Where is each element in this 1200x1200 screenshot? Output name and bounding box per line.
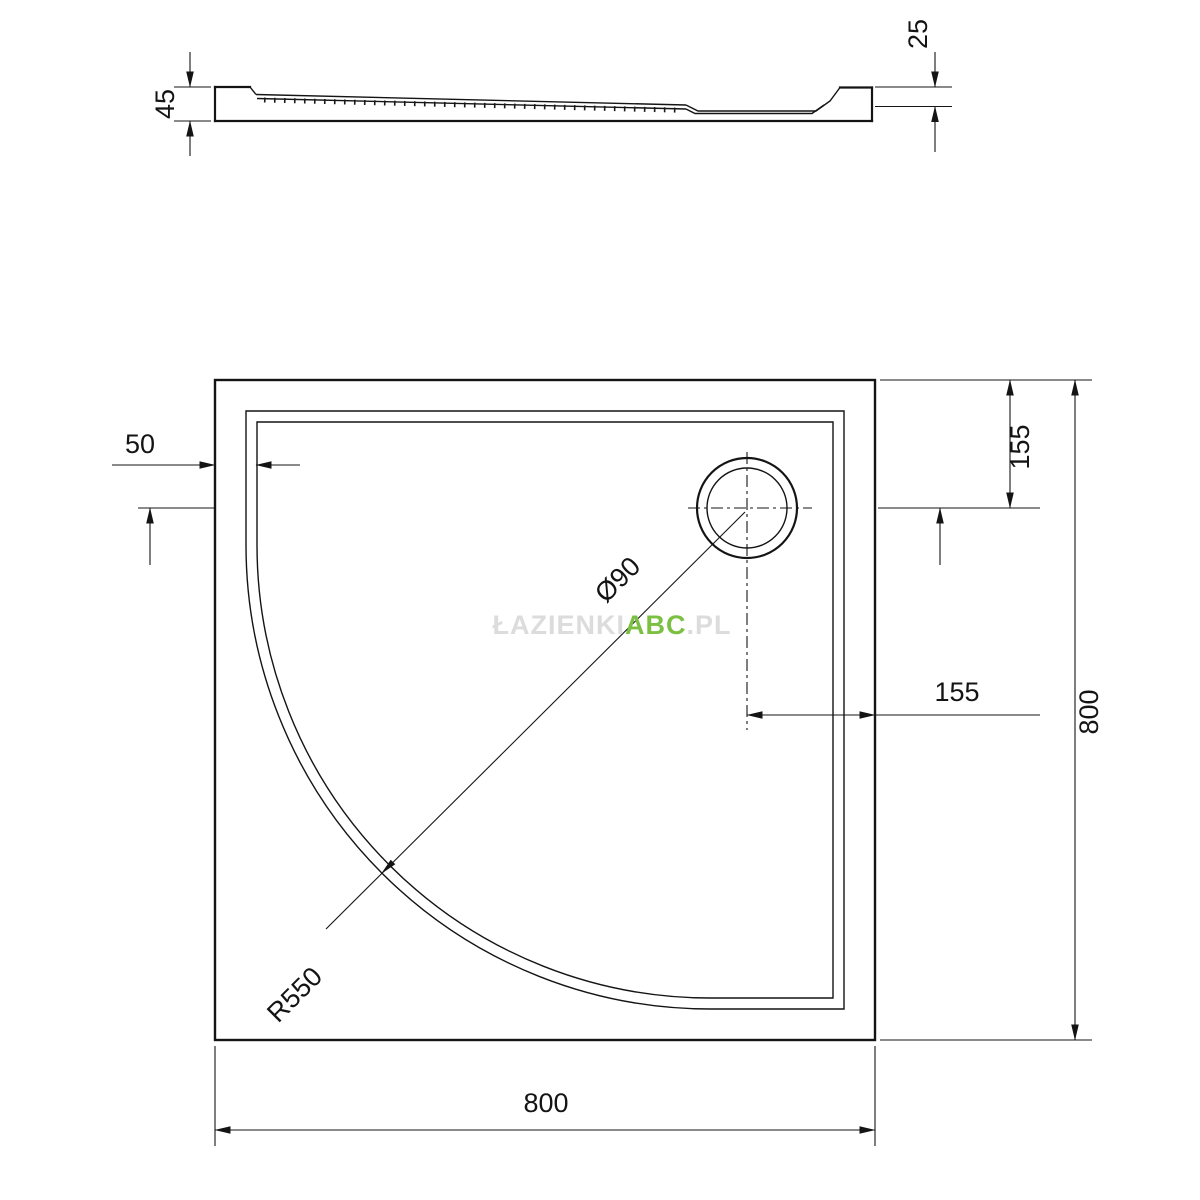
watermark: ŁAZIENKIABC.PL [492, 610, 731, 640]
watermark-prefix: ŁAZIENKI [492, 610, 625, 640]
section-view: 45 25 [150, 19, 952, 156]
tray-outer-outline [213, 378, 877, 1042]
dim-depth-800: 800 [880, 379, 1104, 1041]
plan-view: Ø90 R550 50 155 155 [112, 378, 1104, 1146]
drain-diameter-label: Ø90 [589, 551, 646, 608]
watermark-suffix: .PL [686, 610, 731, 640]
dim-800r-label: 800 [1074, 689, 1104, 734]
dim-drain-top-155: 155 [880, 379, 1092, 509]
dim-height-45: 45 [150, 52, 211, 156]
dim-155h-label: 155 [934, 677, 979, 707]
leader-arrowhead [381, 859, 396, 874]
section-drain-recess-lower [685, 104, 825, 115]
section-left-rim-step [249, 86, 257, 95]
drain-centerline-references [138, 507, 1040, 565]
tray-rim-inner-contour [256, 421, 834, 999]
dim-height-25: 25 [875, 19, 952, 152]
dim-50-label: 50 [125, 429, 155, 459]
dim-width-800: 800 [214, 1046, 876, 1146]
drain [688, 452, 812, 730]
dim-25-label: 25 [903, 19, 933, 49]
front-radius-label: R550 [261, 961, 328, 1028]
dim-rim-50: 50 [112, 429, 300, 469]
section-drain-recess-upper [685, 87, 841, 112]
leader-line [325, 511, 746, 930]
dim-drain-right-155: 155 [746, 677, 1040, 719]
dim-155v-label: 155 [1005, 424, 1035, 469]
section-antislip-texture [263, 97, 681, 113]
watermark-brand: ABC [625, 610, 687, 640]
tray-rim-outer-contour [245, 410, 845, 1010]
dim-45-label: 45 [150, 89, 180, 119]
dim-800b-label: 800 [523, 1088, 568, 1118]
leader-diagonal: Ø90 R550 [261, 511, 746, 1028]
section-floor-upper-line [255, 93, 687, 106]
